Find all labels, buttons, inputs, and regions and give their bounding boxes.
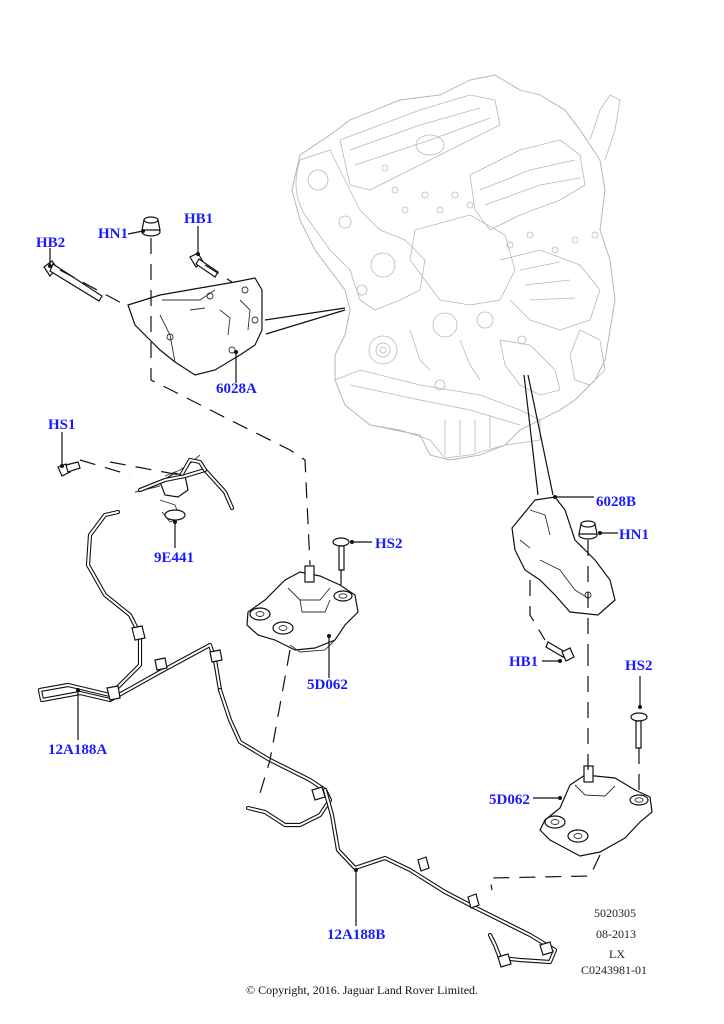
- screw-HS1: [57, 461, 81, 477]
- bolt-HB2: [43, 260, 103, 302]
- callout-9E441[interactable]: 9E441: [154, 550, 195, 566]
- callout-HS2-right[interactable]: HS2: [625, 658, 653, 674]
- callout-HN1-left[interactable]: HN1: [98, 226, 128, 242]
- callout-HN1-right[interactable]: HN1: [619, 527, 649, 543]
- assembly-dashed-lines: [59, 238, 640, 891]
- stud-bolt-HS2-left: [332, 537, 350, 571]
- diagram-date: 08-2013: [596, 927, 636, 941]
- callout-5D062-left[interactable]: 5D062: [307, 677, 348, 693]
- engine-mount-bracket-6028B: [511, 496, 616, 616]
- callout-6028A[interactable]: 6028A: [216, 381, 257, 397]
- flange-nut-HN1-right: [578, 520, 598, 540]
- callout-leaders: [48, 226, 642, 926]
- callout-12A188A[interactable]: 12A188A: [48, 742, 108, 758]
- leader-engine-to-6028B: [523, 374, 554, 496]
- vacuum-hose-12A188B: [217, 687, 558, 968]
- callout-HB1-right[interactable]: HB1: [509, 654, 539, 670]
- vacuum-solenoid-9E441: [134, 454, 235, 523]
- callout-HS2-left[interactable]: HS2: [375, 536, 403, 552]
- callout-HB1-left[interactable]: HB1: [184, 211, 214, 227]
- stud-bolt-HS2-right: [630, 712, 648, 749]
- callout-12A188B[interactable]: 12A188B: [327, 927, 386, 943]
- engine-mount-bracket-6028A: [127, 277, 263, 376]
- bolt-HB1-left: [189, 252, 219, 278]
- engine-mount-5D062-left: [246, 565, 359, 653]
- engine-block-illustration: [291, 74, 621, 461]
- bolt-HB1-right: [545, 641, 575, 662]
- callout-5D062-right[interactable]: 5D062: [489, 792, 530, 808]
- callout-HS1[interactable]: HS1: [48, 417, 76, 433]
- illustration-id: C0243981-01: [581, 963, 647, 977]
- flange-nut-HN1-left: [141, 216, 161, 237]
- callout-6028B[interactable]: 6028B: [596, 494, 637, 510]
- callout-HB2[interactable]: HB2: [36, 235, 66, 251]
- diagram-code: 5020305: [594, 906, 636, 920]
- leader-bracket-to-engine: [264, 307, 346, 335]
- vacuum-hose-12A188A: [37, 509, 223, 703]
- copyright-notice: © Copyright, 2016. Jaguar Land Rover Lim…: [245, 983, 479, 997]
- engine-mount-5D062-right: [539, 765, 653, 857]
- diagram-model: LX: [609, 947, 625, 961]
